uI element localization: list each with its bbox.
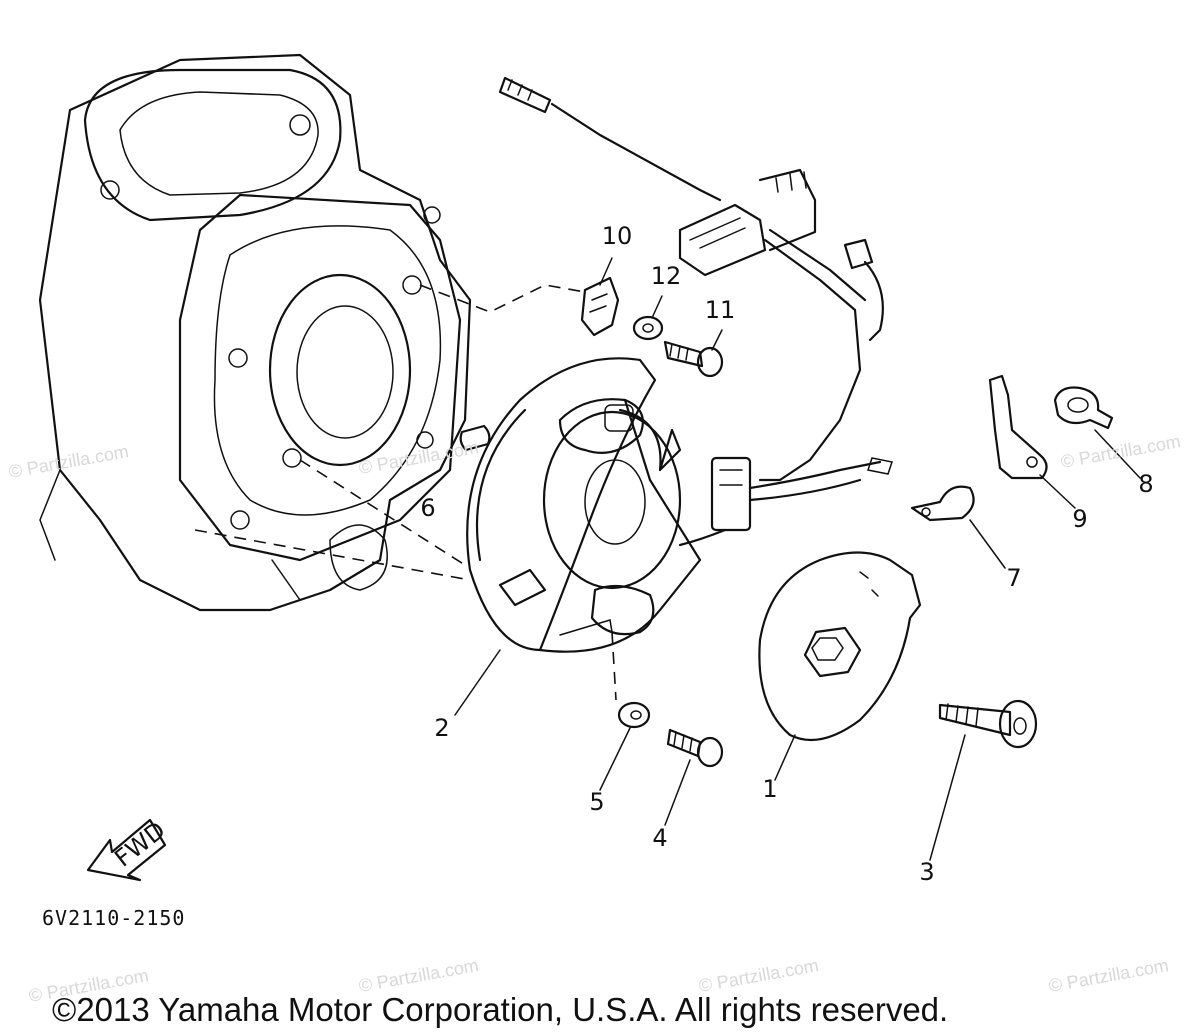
watermark-text: © Partzilla.com: [357, 437, 480, 478]
callout-8: 8: [1138, 470, 1153, 498]
callout-4: 4: [652, 824, 667, 852]
watermark-text: © Partzilla.com: [697, 955, 820, 996]
callout-7: 7: [1006, 564, 1021, 592]
callout-9: 9: [1072, 505, 1087, 533]
timing-plate: [758, 551, 922, 742]
copyright-notice: ©2013 Yamaha Motor Corporation, U.S.A. A…: [52, 991, 949, 1028]
watermark-text: © Partzilla.com: [1047, 955, 1170, 996]
cable-bracket: [580, 276, 620, 337]
bolt-3: [938, 699, 1038, 749]
diagram-part-code: 6V2110-2150: [42, 906, 186, 930]
callout-10: 10: [602, 222, 633, 250]
wire-clamp-7: [910, 485, 975, 522]
wiring-harness: [498, 76, 884, 482]
assembly-guide-lines: [194, 284, 617, 701]
screw-4: [666, 728, 724, 768]
watermark-text: © Partzilla.com: [7, 441, 130, 482]
washer-5: [617, 701, 651, 729]
screw-11: [663, 340, 724, 378]
callout-3: 3: [919, 858, 934, 886]
forward-direction-arrow: FWD: [86, 816, 171, 882]
callout-12: 12: [651, 262, 682, 290]
callout-6: 6: [420, 494, 435, 522]
lever-arm: [988, 374, 1048, 480]
stator-base-plate: [466, 357, 893, 653]
washer-12: [632, 315, 664, 341]
callout-11: 11: [705, 296, 736, 324]
callout-2: 2: [434, 714, 449, 742]
watermark-text: © Partzilla.com: [357, 955, 480, 996]
callout-leader-lines: [454, 257, 1141, 861]
callout-5: 5: [589, 788, 604, 816]
wire-clamp-8: [1053, 386, 1114, 430]
watermark-text: © Partzilla.com: [1059, 431, 1182, 472]
callout-1: 1: [762, 775, 777, 803]
